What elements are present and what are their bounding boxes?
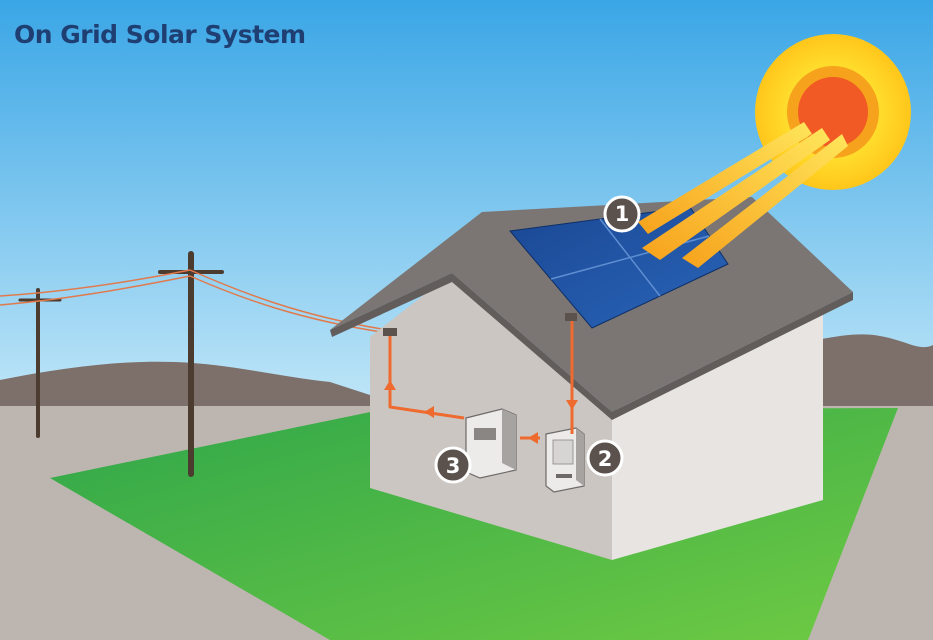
wire-junction-eave	[383, 328, 397, 336]
page-title: On Grid Solar System	[14, 20, 306, 49]
hills	[0, 334, 933, 420]
badge-1-label: 1	[615, 202, 630, 226]
house-side-wall	[612, 306, 823, 560]
badge-2-label: 2	[598, 447, 613, 471]
utility-pole-near	[158, 251, 224, 477]
badge-3: 3	[434, 446, 472, 484]
roof-side-edge	[612, 292, 853, 420]
badge-3-label: 3	[446, 454, 461, 478]
sun-rays	[638, 122, 848, 268]
utility-pole-far	[18, 288, 62, 438]
inverter	[545, 427, 585, 493]
badge-1: 1	[603, 195, 641, 233]
badge-2: 2	[586, 439, 624, 477]
wire-junction-roof	[565, 313, 577, 321]
grid-meter	[465, 408, 517, 479]
sun-icon	[755, 34, 911, 190]
wire-arrows	[384, 380, 578, 444]
